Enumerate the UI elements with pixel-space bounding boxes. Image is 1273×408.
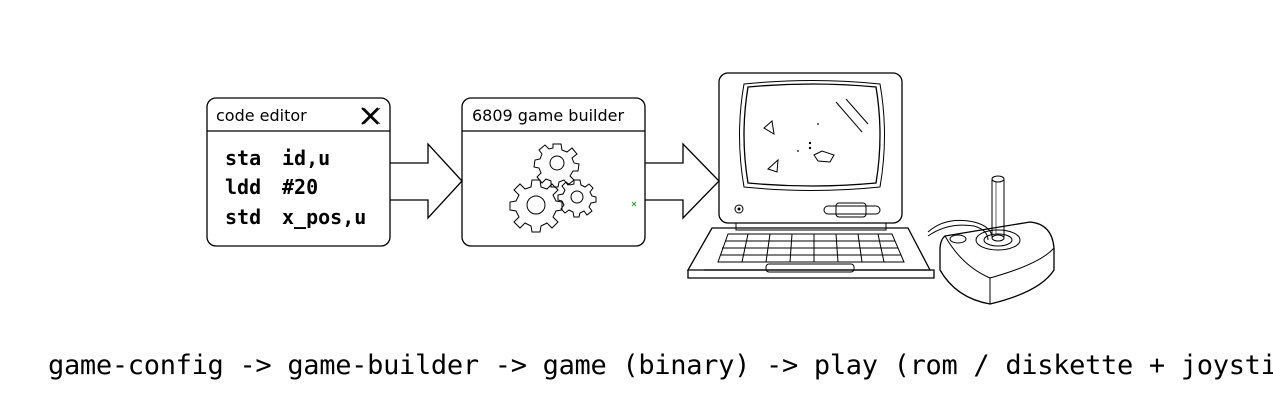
gears-icon: [509, 143, 597, 233]
code-lines: sta id,u ldd #20 std x_pos,u: [225, 146, 366, 229]
arrow-right-icon: [645, 142, 720, 220]
game-builder-title: 6809 game builder: [472, 106, 624, 125]
code-op-3: std: [225, 205, 261, 229]
retro-computer-icon: [686, 72, 935, 279]
code-editor-window: code editor sta id,u ldd #20 std x_pos,u: [206, 97, 391, 247]
arrow-right-icon: [390, 142, 463, 220]
code-arg-1: id,u: [282, 146, 330, 170]
code-arg-3: x_pos,u: [282, 205, 366, 229]
close-icon[interactable]: [361, 107, 381, 125]
green-dot-icon: [631, 201, 637, 207]
game-builder-window: 6809 game builder: [461, 97, 646, 247]
code-editor-title: code editor: [216, 106, 307, 125]
code-op-2: ldd: [225, 175, 261, 199]
code-op-1: sta: [225, 146, 261, 170]
pipeline-caption: game-config -> game-builder -> game (bin…: [48, 350, 1273, 381]
code-arg-2: #20: [282, 175, 318, 199]
joystick-icon[interactable]: [939, 175, 1055, 305]
